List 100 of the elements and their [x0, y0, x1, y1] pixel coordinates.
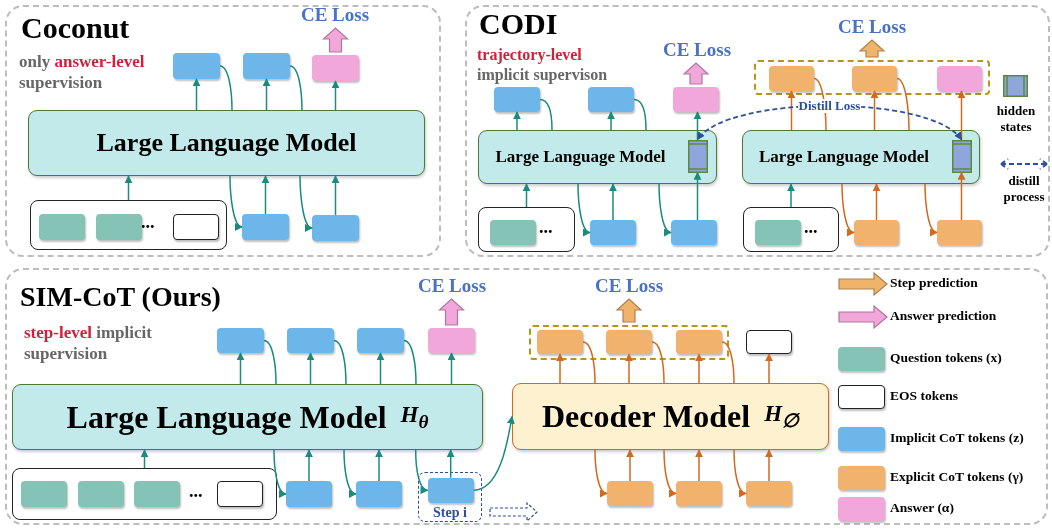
hidden-state-icon — [951, 139, 972, 173]
arrow — [663, 449, 677, 496]
eos-token — [746, 330, 792, 354]
arrow — [924, 183, 938, 235]
connector-line — [539, 98, 553, 131]
arrow — [306, 352, 315, 385]
legend-label: distill process — [1002, 173, 1046, 206]
question-token — [77, 480, 124, 507]
implicit-token — [590, 220, 636, 245]
arrow — [262, 78, 271, 111]
arrow — [343, 449, 357, 497]
block-arrow — [615, 298, 643, 323]
implicit-token — [356, 481, 402, 507]
arrow — [229, 175, 243, 229]
arrow — [273, 449, 287, 497]
arrow — [522, 183, 531, 208]
connector-line — [721, 341, 735, 384]
answer-token — [428, 328, 475, 353]
answer-token — [937, 66, 982, 91]
explicit-token — [676, 330, 722, 354]
arrow — [556, 353, 564, 384]
arrow — [658, 183, 672, 235]
model-name: Large Language Model — [96, 128, 357, 158]
connector-line — [403, 339, 417, 385]
arrow — [577, 183, 591, 235]
implicit-token — [671, 220, 717, 245]
arrow — [331, 80, 340, 111]
model-block — [12, 384, 483, 450]
ellipsis: ... — [141, 212, 155, 232]
explicit-token — [607, 481, 653, 506]
connector-line — [219, 65, 233, 111]
arrow — [331, 175, 340, 216]
arrow — [765, 449, 773, 482]
arrow — [765, 353, 773, 384]
block-arrow — [682, 62, 710, 85]
model-name: Large Language Model — [759, 147, 929, 167]
arrow — [609, 183, 617, 221]
implicit-token — [427, 477, 474, 503]
ellipsis: ... — [189, 481, 203, 501]
implicit-token — [494, 87, 540, 112]
model-symbol: H$_{∅}$ — [764, 401, 800, 432]
panel-title: Coconut — [21, 11, 130, 44]
connector-line — [651, 341, 665, 384]
arrow — [872, 183, 881, 221]
dashed-block-arrow — [489, 501, 538, 523]
question-token — [754, 219, 801, 245]
loss-label: CE Loss — [417, 274, 487, 298]
supervision-note: trajectory-level implicit supervison — [477, 45, 609, 85]
connector-line — [896, 77, 910, 131]
arrow — [695, 449, 703, 482]
implicit-token — [217, 328, 264, 353]
legend-label: Explicit CoT tokens (γ) — [890, 469, 1024, 485]
ellipsis: ... — [539, 216, 553, 237]
input-group — [12, 468, 277, 520]
panel-title: CODI — [479, 7, 558, 40]
explicit-token — [537, 330, 583, 354]
arrow — [236, 352, 245, 385]
explicit-token — [746, 481, 792, 506]
step-box — [418, 472, 482, 522]
question-token — [38, 213, 85, 240]
method-panel — [5, 268, 1048, 525]
connector-line — [263, 339, 277, 385]
arrow — [625, 353, 633, 384]
connector-line — [289, 65, 303, 111]
legend-label: EOS tokens — [890, 388, 958, 404]
supervision-note: only answer-level supervision — [19, 51, 146, 94]
arrow — [733, 449, 747, 496]
arrow — [787, 183, 795, 208]
block-arrow — [858, 39, 886, 58]
arrow — [870, 90, 879, 131]
connector-line — [633, 98, 647, 131]
explicit-token — [852, 66, 897, 91]
method-panel — [465, 5, 1050, 257]
arrow — [957, 171, 966, 221]
arrow — [446, 449, 455, 479]
implicit-token — [242, 214, 289, 240]
step-label: Step i — [433, 504, 467, 521]
arrow — [375, 449, 383, 482]
arrow — [594, 449, 608, 496]
explicit-token — [676, 481, 722, 506]
hidden-state-icon — [687, 139, 708, 173]
loss-label: CE Loss — [300, 3, 370, 27]
loss-label: CE Loss — [837, 15, 907, 39]
arrow — [124, 175, 133, 201]
dashed-group — [754, 60, 990, 95]
answer-token — [312, 55, 359, 81]
panel-title: SIM-CoT (Ours) — [20, 282, 221, 313]
loss-label: CE Loss — [662, 38, 732, 62]
answer-token — [673, 87, 719, 112]
legend-label: Answer prediction — [890, 308, 997, 324]
loss-label: CE Loss — [594, 274, 664, 298]
model-name: Decoder Model — [541, 398, 751, 435]
implicit-token — [286, 481, 332, 507]
block-arrow — [437, 298, 466, 326]
decoder-block — [512, 383, 829, 450]
legend-label: Step prediction — [890, 275, 978, 291]
question-token — [489, 219, 536, 245]
arrow — [414, 449, 429, 493]
model-block — [742, 130, 980, 184]
model-name: Large Language Model — [66, 398, 387, 436]
